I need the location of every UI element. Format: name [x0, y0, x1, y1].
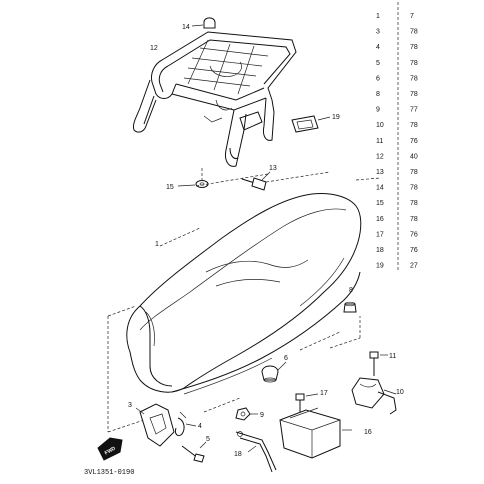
ref-table-code: 27 [410, 263, 418, 270]
ref-table-num: 18 [376, 247, 384, 254]
seat-leader-lines [107, 173, 381, 433]
ref-table-code: 78 [410, 91, 418, 98]
stay-part-18 [235, 431, 277, 473]
ref-table-code: 77 [410, 107, 418, 114]
ref-table-code: 78 [410, 44, 418, 51]
callout-13: 13 [269, 165, 277, 172]
carrier-rack [133, 31, 297, 167]
callout-9: 9 [260, 412, 264, 419]
fwd-arrow [97, 437, 123, 461]
ref-table-num: 17 [376, 231, 384, 238]
damper-part-6 [261, 361, 287, 383]
callout-16: 16 [364, 429, 372, 436]
grommet-part-8 [343, 301, 357, 313]
ref-table-num: 15 [376, 200, 384, 207]
ref-table-num: 16 [376, 216, 384, 223]
clip-part-4 [175, 411, 197, 437]
bolt-part-13 [241, 171, 331, 191]
ref-table-code: 76 [410, 231, 418, 238]
callout-11: 11 [389, 353, 396, 360]
ref-table-code: 40 [410, 153, 418, 160]
ref-table-num: 8 [376, 91, 380, 98]
callout-6: 6 [284, 355, 288, 362]
tool-case-part-16 [279, 407, 352, 459]
ref-table-code: 76 [410, 138, 418, 145]
callout-12: 12 [150, 45, 158, 52]
callout-14: 14 [182, 24, 190, 31]
bolt-part-5 [181, 441, 207, 463]
callout-1: 1 [155, 241, 159, 248]
callout-15: 15 [166, 184, 174, 191]
ref-table-code: 78 [410, 185, 418, 192]
ref-table-num: 5 [376, 60, 380, 67]
ref-table-code: 78 [410, 200, 418, 207]
callout-labels: 1 3 4 5 6 8 9 10 11 12 13 14 15 16 17 18… [128, 24, 404, 458]
ref-table-code: 7 [410, 13, 414, 20]
ref-table-code: 78 [410, 29, 418, 36]
ref-table-num: 10 [376, 122, 384, 129]
ref-table-num: 1 [376, 13, 380, 20]
ref-table-num: 14 [376, 185, 384, 192]
ref-table-code: 78 [410, 75, 418, 82]
nut-part-9 [235, 407, 258, 421]
diagram-code: 3VL1351-0190 [84, 469, 134, 477]
bolt-part-11 [369, 351, 388, 376]
plate-part-19 [291, 115, 331, 133]
ref-table-num: 9 [376, 107, 380, 114]
seat-assembly [126, 193, 362, 395]
ref-table-num: 3 [376, 29, 380, 36]
bolt-part-17 [295, 393, 319, 414]
callout-19: 19 [332, 114, 340, 121]
ref-table-code: 76 [410, 247, 418, 254]
ref-table-num: 4 [376, 44, 380, 51]
cap-part-14 [191, 17, 216, 29]
hook-part-10 [351, 377, 397, 415]
callout-17: 17 [320, 390, 328, 397]
ref-table-code: 78 [410, 122, 418, 129]
ref-table-num: 19 [376, 263, 384, 270]
ref-table-code: 78 [410, 169, 418, 176]
callout-8: 8 [349, 287, 353, 294]
fwd-label: FWD [104, 445, 117, 456]
bracket-part-3 [135, 403, 175, 447]
callout-5: 5 [206, 436, 210, 443]
ref-table-code: 78 [410, 216, 418, 223]
callout-3: 3 [128, 402, 132, 409]
ref-table-num: 12 [376, 153, 384, 160]
ref-table-code: 78 [410, 60, 418, 67]
ref-table-num: 6 [376, 75, 380, 82]
callout-10: 10 [396, 389, 404, 396]
ref-table-num: 11 [376, 138, 383, 145]
callout-18: 18 [234, 451, 242, 458]
ref-table-num: 13 [376, 169, 384, 176]
callout-4: 4 [198, 423, 202, 430]
